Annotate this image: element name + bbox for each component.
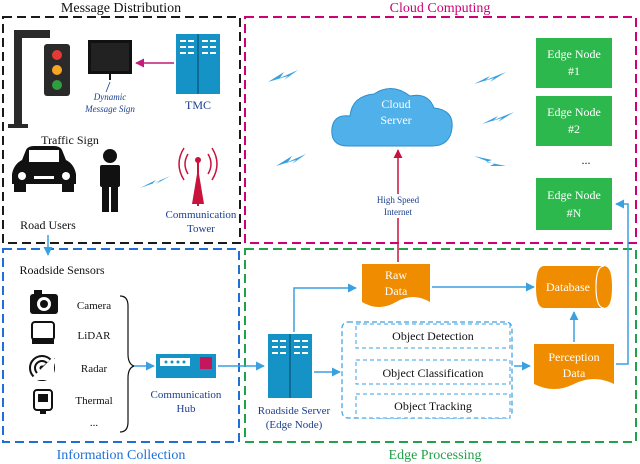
object-detection-box: [355, 323, 511, 349]
tmc-label: TMC: [185, 98, 211, 112]
edge-node-n-box: [536, 178, 612, 230]
roadside-sensors-label: Roadside Sensors: [20, 263, 105, 277]
sensor-lidar-label: LiDAR: [78, 330, 112, 342]
raw-data-label-2: Data: [385, 284, 408, 298]
cloud-computing-box: [244, 16, 637, 244]
sensors-brace: [119, 295, 136, 433]
edge-node-n-label-2: #N: [567, 206, 582, 220]
message-distribution-title: Message Distribution: [61, 1, 181, 16]
communication-hub-label-2: Hub: [177, 403, 196, 415]
object-tracking-box: [355, 393, 511, 419]
server-to-raw-arrow: [293, 283, 357, 332]
traffic-sign-label: Traffic Sign: [41, 133, 99, 147]
perception-data-label-1: Perception: [548, 350, 599, 364]
cloud-computing-title: Cloud Computing: [390, 1, 491, 16]
roadside-server-icon: [268, 334, 312, 398]
edge-nodes-ellipsis: ...: [582, 153, 591, 167]
traffic-light-icon: [8, 30, 70, 128]
perception-data-label-2: Data: [563, 366, 586, 380]
communication-hub-icon: [156, 354, 216, 378]
edge-node-1-box: [536, 38, 612, 88]
tmc-icon: [176, 34, 220, 94]
road-users-label: Road Users: [20, 218, 76, 232]
information-collection-box: [2, 248, 240, 443]
communication-tower-label-1: Communication: [166, 209, 237, 221]
wireless-signal-icon: [268, 70, 298, 82]
sensors-ellipsis: ...: [90, 417, 99, 429]
perception-data-box: [534, 344, 614, 389]
radar-icon: [29, 355, 55, 381]
wireless-signal-icon: [140, 176, 170, 188]
wireless-signal-icon: [474, 156, 506, 166]
raw-data-box: [362, 264, 430, 307]
camera-icon: [30, 290, 58, 314]
sensor-radar-label: Radar: [81, 363, 108, 375]
object-tracking-label: Object Tracking: [394, 399, 472, 413]
lidar-icon: [31, 321, 55, 344]
edge-node-1-label-2: #1: [568, 64, 580, 78]
object-classification-label: Object Classification: [383, 366, 484, 380]
wireless-signal-icon: [474, 72, 506, 84]
car-icon: [12, 146, 76, 192]
high-speed-internet-label-2: Internet: [384, 207, 412, 217]
perception-to-edge-node-arrow: [615, 199, 629, 365]
edge-processing-box: [244, 248, 637, 443]
database-icon: [536, 265, 612, 309]
edge-node-n-label-1: Edge Node: [547, 188, 601, 202]
edge-node-2-label-1: Edge Node: [547, 105, 601, 119]
information-collection-title: Information Collection: [57, 448, 186, 463]
raw-data-label-1: Raw: [385, 268, 407, 282]
cloud-server-icon: [331, 88, 453, 147]
database-label: Database: [546, 280, 590, 294]
sensor-thermal-label: Thermal: [75, 395, 112, 407]
wireless-signal-icon: [482, 112, 514, 124]
communication-tower-label-2: Tower: [187, 223, 215, 235]
object-classification-box: [355, 359, 511, 385]
edge-node-1-label-1: Edge Node: [547, 47, 601, 61]
cloud-server-label-1: Cloud: [381, 97, 410, 111]
sensor-camera-label: Camera: [77, 300, 111, 312]
message-distribution-box: [2, 16, 241, 244]
sign-callout-line: [105, 81, 111, 93]
edge-processing-title: Edge Processing: [389, 448, 482, 463]
dynamic-message-sign-label-2: Message Sign: [84, 104, 135, 114]
roadside-server-label-2: (Edge Node): [266, 419, 323, 431]
roadside-server-label-1: Roadside Server: [258, 405, 331, 417]
object-detection-label: Object Detection: [392, 329, 474, 343]
communication-hub-label-1: Communication: [151, 389, 222, 401]
thermal-icon: [33, 389, 53, 414]
person-icon: [100, 149, 120, 212]
wireless-signal-icon: [276, 154, 306, 166]
cloud-server-label-2: Server: [380, 113, 411, 127]
communication-tower-icon: [178, 147, 218, 206]
edge-node-2-box: [536, 96, 612, 146]
dynamic-message-sign-icon: [88, 40, 132, 80]
high-speed-internet-label-1: High Speed: [377, 195, 420, 205]
dynamic-message-sign-label-1: Dynamic: [93, 92, 127, 102]
edge-node-2-label-2: #2: [568, 122, 580, 136]
